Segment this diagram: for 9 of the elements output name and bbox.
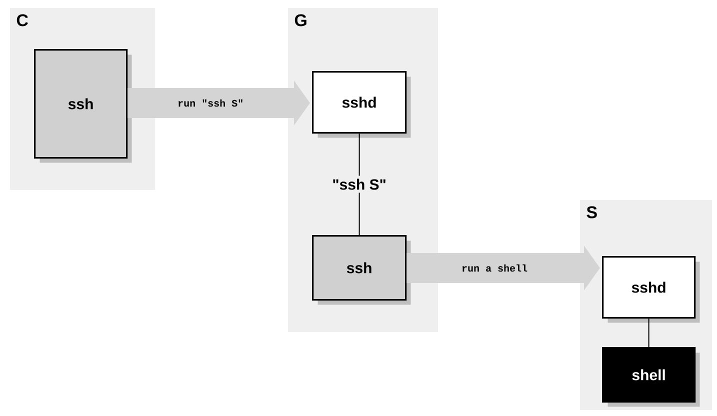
edge-label: run "ssh S" <box>174 96 247 110</box>
edge-label: "ssh S" <box>329 176 390 193</box>
process-box: ssh <box>34 49 132 163</box>
process-box: shell <box>602 347 700 407</box>
connector-line <box>648 318 650 348</box>
process-box: sshd <box>602 256 700 323</box>
process-box: sshd <box>312 71 411 138</box>
edge-label: run a shell <box>458 261 531 275</box>
process-box: ssh <box>312 235 411 305</box>
